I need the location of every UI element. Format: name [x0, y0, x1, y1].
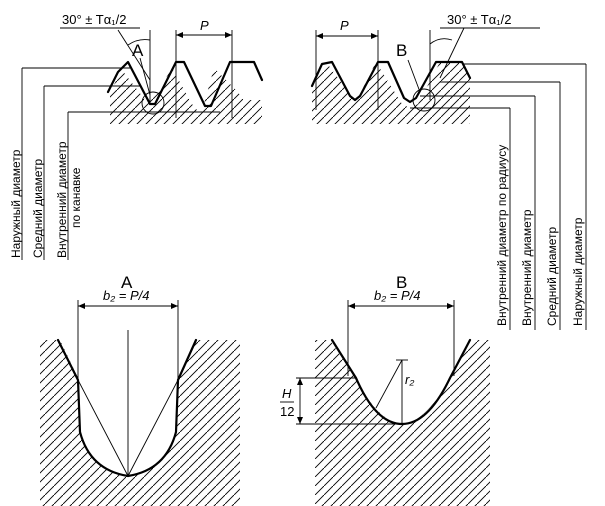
tolerance-label-left: 30° ± Tα₁/2 — [62, 12, 126, 27]
top-right-thread: P 30° ± Tα₁/2 B Внутренний диаметр по ра… — [310, 12, 587, 330]
thread-profile-right — [310, 60, 472, 104]
outer-diameter-label-left: Наружный диаметр — [9, 149, 23, 258]
h-denominator: 12 — [280, 404, 294, 419]
pitch-diameter-label-left: Средний диаметр — [31, 158, 45, 258]
inner-diameter-groove-label: Внутренний диаметр — [55, 141, 69, 258]
thread-profile-left — [106, 60, 264, 108]
outer-diameter-label-right: Наружный диаметр — [571, 217, 585, 326]
pitch-label-right: P — [340, 18, 349, 33]
inner-diameter-radius-label: Внутренний диаметр по радиусу — [495, 145, 509, 326]
detail-a: A b₂ = P/4 — [40, 273, 240, 506]
inner-diameter-groove-label-2: по канавке — [69, 167, 83, 228]
detail-letter-a: A — [132, 41, 144, 60]
b2-label-a: b₂ = P/4 — [103, 288, 150, 303]
inner-diameter-label-right: Внутренний диаметр — [520, 209, 534, 326]
h-numerator: H — [282, 386, 292, 401]
detail-letter-b: B — [396, 41, 407, 60]
detail-b-title: B — [396, 273, 407, 292]
detail-circle-a — [141, 91, 165, 115]
tolerance-label-right: 30° ± Tα₁/2 — [447, 12, 511, 27]
pitch-diameter-label-right: Средний диаметр — [545, 226, 559, 326]
detail-circle-b — [412, 88, 436, 112]
detail-b: B b₂ = P/4 r₂ H 12 — [280, 273, 490, 506]
b2-label-b: b₂ = P/4 — [374, 288, 421, 303]
detail-a-title: A — [121, 273, 133, 292]
pitch-label-left: P — [200, 18, 209, 33]
top-left-thread: P 30° ± Tα₁/2 A Наружный диаметр Средний… — [9, 12, 264, 260]
r2-label: r₂ — [405, 372, 414, 387]
